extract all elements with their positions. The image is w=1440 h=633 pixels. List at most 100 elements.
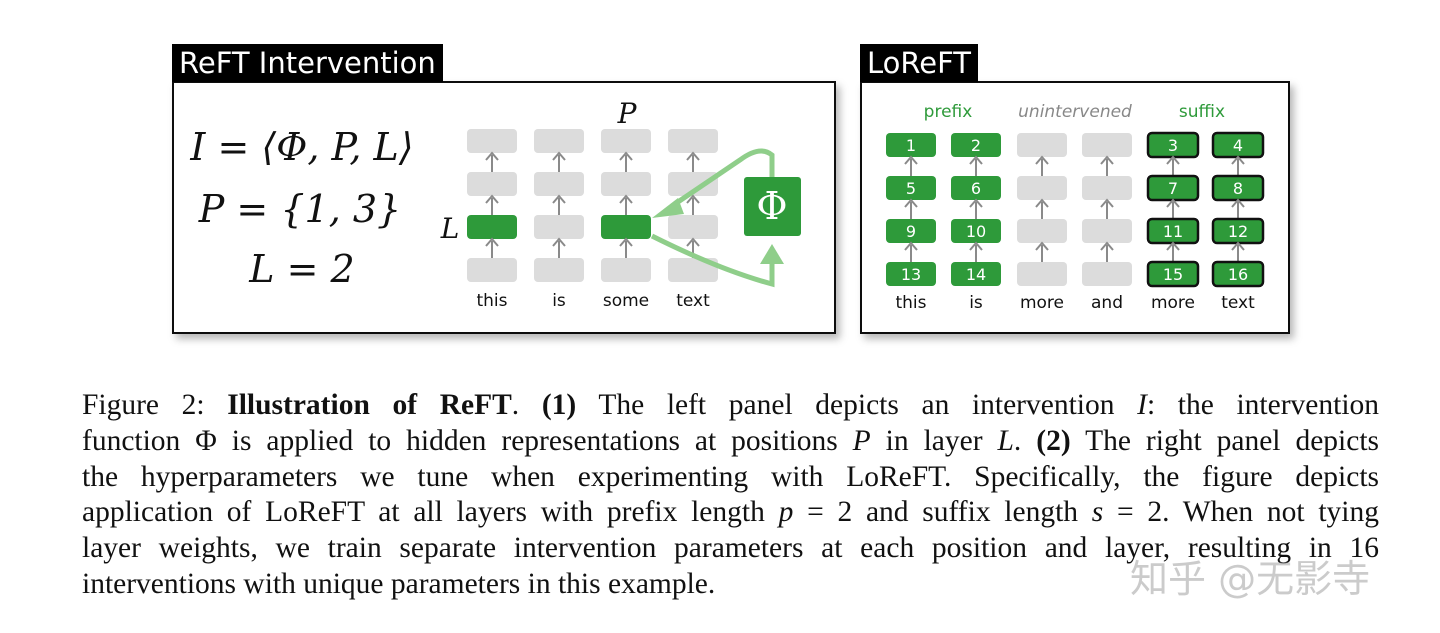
caption-line-5: layer weights, we train separate interve… (82, 532, 1379, 565)
hidden-state-box (1082, 219, 1132, 243)
intervention-number: 2 (971, 136, 981, 155)
up-arrow-head (1166, 241, 1180, 251)
up-arrow-head (552, 194, 566, 204)
caption-line-6: interventions with unique parameters in … (82, 567, 716, 600)
intervention-number: 1 (906, 136, 916, 155)
prefix-intervention-box (951, 133, 1001, 157)
caption-math: I (1137, 389, 1147, 421)
caption-line-4: application of LoReFT at all layers with… (82, 495, 1379, 531)
intervened-hidden-state (601, 215, 651, 239)
up-arrow-head (904, 155, 918, 165)
hidden-state-box (1017, 219, 1067, 243)
caption-part-2: (2) (1036, 424, 1071, 457)
hidden-state-box (534, 172, 584, 196)
prefix-intervention-box (951, 262, 1001, 286)
caption-text: application of LoReFT at all layers with… (82, 496, 779, 529)
token-label: text (676, 291, 710, 311)
caption-text: : the intervention (1146, 389, 1380, 421)
intervention-number: 14 (966, 265, 986, 284)
formula-positions: P = {1, 3} (198, 187, 401, 231)
token-label: text (1221, 293, 1255, 313)
prefix-intervention-box (951, 176, 1001, 200)
up-arrow-head (1100, 155, 1114, 165)
caption-text: function Φ is applied to hidden represen… (82, 424, 853, 457)
up-arrow-head (686, 237, 700, 247)
prefix-intervention-box (886, 133, 936, 157)
intervention-arrow-in (670, 148, 775, 209)
caption-text: . (511, 389, 542, 421)
up-arrow-head (1035, 241, 1049, 251)
hidden-state-box (467, 258, 517, 282)
token-label: more (1020, 293, 1064, 313)
token-label: this (476, 291, 507, 311)
phi-function-box (744, 177, 801, 236)
left-panel-title: ReFT Intervention (172, 44, 443, 82)
caption-line-2: function Φ is applied to hidden represen… (82, 424, 1379, 460)
intervention-arrow-out-head (760, 244, 784, 264)
up-arrow-head (619, 194, 633, 204)
prefix-intervention-box (886, 176, 936, 200)
caption-text: The right panel depicts (1070, 424, 1380, 457)
up-arrow-head (485, 237, 499, 247)
token-label: is (552, 291, 566, 311)
hidden-state-box (601, 258, 651, 282)
up-arrow-head (1166, 198, 1180, 208)
up-arrow-head (485, 151, 499, 161)
up-arrow-head (904, 198, 918, 208)
up-arrow-head (1035, 155, 1049, 165)
intervened-hidden-state (467, 215, 517, 239)
caption-math: P (852, 424, 871, 457)
up-arrow-head (1231, 241, 1245, 251)
up-arrow-head (485, 194, 499, 204)
right-panel-title: LoReFT (860, 44, 978, 82)
intervention-number: 9 (906, 222, 916, 241)
hidden-state-box (668, 258, 718, 282)
intervention-number: 12 (1228, 222, 1248, 241)
hidden-state-box (1017, 176, 1067, 200)
caption-title: Illustration of ReFT (227, 389, 512, 421)
up-arrow-head (552, 151, 566, 161)
up-arrow-head (1100, 241, 1114, 251)
token-label: more (1151, 293, 1195, 313)
caption-text: = 2. When not tying (1103, 496, 1379, 529)
intervention-number: 11 (1163, 222, 1183, 241)
up-arrow-head (1231, 155, 1245, 165)
suffix-intervention-box (1146, 260, 1200, 288)
left-panel-frame (172, 81, 836, 334)
caption-math: s (1091, 496, 1104, 529)
up-arrow-head (686, 151, 700, 161)
intervention-number: 15 (1163, 265, 1183, 284)
suffix-intervention-box (1211, 260, 1265, 288)
caption-line-3: the hyperparameters we tune when experim… (82, 460, 1379, 493)
group-label-unintervened: unintervened (1018, 102, 1132, 122)
caption-figure-label: Figure 2: (82, 389, 205, 421)
hidden-state-box (601, 129, 651, 153)
caption-math: p (778, 496, 794, 529)
caption-text: = 2 and suffix length (793, 496, 1092, 529)
intervention-number: 16 (1228, 265, 1248, 284)
caption-text: in layer (870, 424, 998, 457)
intervention-number: 8 (1233, 179, 1243, 198)
intervention-arrow-in-head (652, 198, 684, 218)
hidden-state-box (1017, 262, 1067, 286)
label-layer-l: L (440, 212, 460, 245)
hidden-state-box (668, 172, 718, 196)
formula-intervention: I = ⟨Φ, P, L⟩ (189, 125, 413, 169)
hidden-state-box (467, 172, 517, 196)
up-arrow-head (1100, 198, 1114, 208)
up-arrow-head (969, 241, 983, 251)
formula-layer: L = 2 (248, 247, 354, 291)
up-arrow-head (1035, 198, 1049, 208)
caption-line-1: Figure 2: Illustration of ReFT. (1) The … (82, 388, 1379, 424)
up-arrow-head (1166, 155, 1180, 165)
hidden-state-box (601, 172, 651, 196)
hidden-state-box (534, 129, 584, 153)
caption-text: . (1013, 424, 1037, 457)
zhihu-watermark: 知乎 @无影寺 (1130, 557, 1371, 601)
token-label: this (895, 293, 926, 313)
caption-text: The left panel depicts an intervention (576, 389, 1138, 421)
hidden-state-box (534, 258, 584, 282)
hidden-state-box (467, 129, 517, 153)
caption-math: L (997, 424, 1014, 457)
